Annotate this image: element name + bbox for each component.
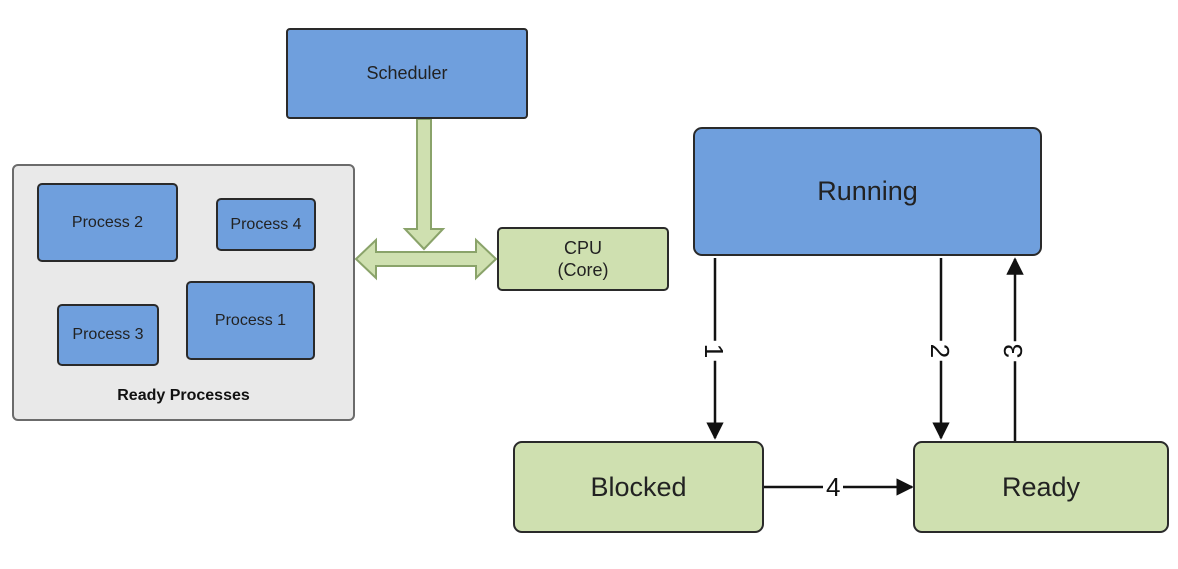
ready-cpu-double-arrow [354, 237, 498, 281]
process-2-box: Process 2 [37, 183, 178, 262]
cpu-label: CPU [563, 237, 602, 258]
process-4-box: Process 4 [216, 198, 316, 251]
transition-3-label: 3 [998, 340, 1028, 362]
process-4-label: Process 4 [230, 215, 302, 233]
cpu-core-label: (Core) [557, 260, 609, 280]
blocked-label: Blocked [590, 471, 687, 502]
ready-label: Ready [1001, 471, 1081, 502]
transition-1-label: 1 [699, 340, 729, 362]
transition-2-label: 2 [925, 340, 955, 362]
scheduler-down-arrow [402, 118, 446, 251]
running-state-box: Running [693, 127, 1042, 256]
running-label: Running [817, 176, 918, 206]
transition-4-label: 4 [823, 473, 844, 501]
ready-processes-label: Ready Processes [117, 387, 250, 404]
scheduler-box: Scheduler [286, 28, 528, 119]
process-3-label: Process 3 [72, 326, 144, 343]
process-3-box: Process 3 [57, 304, 159, 366]
process-2-label: Process 2 [71, 213, 144, 231]
ready-state-box: Ready [913, 441, 1169, 533]
process-1-box: Process 1 [186, 281, 315, 360]
cpu-box: CPU (Core) [497, 227, 669, 291]
process-1-label: Process 1 [214, 311, 287, 329]
scheduler-label: Scheduler [366, 63, 448, 83]
blocked-state-box: Blocked [513, 441, 764, 533]
